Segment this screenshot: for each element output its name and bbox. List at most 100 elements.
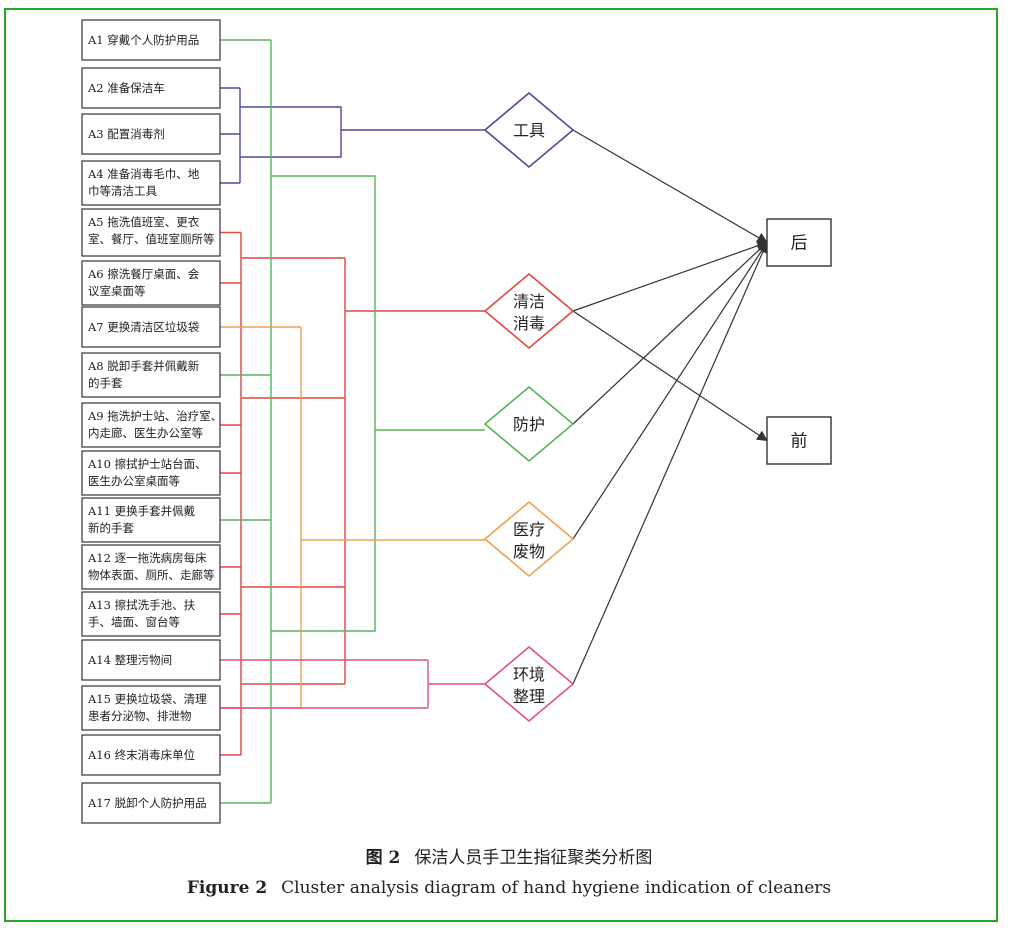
cluster-label: 消毒 [513, 314, 545, 333]
item-label: A15 更换垃圾袋、清理 [87, 692, 207, 706]
item-label: A9 拖洗护士站、治疗室、 [87, 409, 222, 423]
item-label: A8 脱卸手套并佩戴新 [87, 359, 200, 373]
cluster-node-tools: 工具 [483, 91, 575, 169]
item-box-a3: A3 配置消毒剂 [81, 113, 221, 155]
item-label: 内走廊、医生办公室等 [88, 426, 203, 440]
item-box-a17: A17 脱卸个人防护用品 [81, 782, 221, 824]
cluster-label: 环境 [513, 665, 545, 684]
cluster-diamond [483, 272, 575, 350]
item-label: A11 更换手套并佩戴 [87, 504, 195, 518]
item-label: 医生办公室桌面等 [88, 474, 180, 488]
item-label: 的手套 [88, 376, 123, 390]
caption-cn-label: 图 2 [365, 848, 401, 868]
item-label: 议室桌面等 [88, 284, 146, 298]
item-label: A2 准备保洁车 [87, 81, 165, 95]
connector-tools-bracket [240, 106, 342, 158]
item-box-border [81, 782, 221, 824]
cluster-label: 工具 [513, 121, 545, 140]
cluster-label: 整理 [513, 687, 545, 706]
item-box-a10: A10 擦拭护士站台面、医生办公室桌面等 [81, 450, 221, 496]
outcome-border [766, 416, 832, 465]
item-box-border [81, 352, 221, 398]
item-label: 新的手套 [88, 521, 134, 535]
item-label: A1 穿戴个人防护用品 [87, 33, 199, 47]
item-label: 巾等清洁工具 [88, 184, 157, 198]
cluster-label: 防护 [513, 415, 545, 434]
item-label: A3 配置消毒剂 [87, 127, 165, 141]
outcome-box-before: 前 [766, 416, 832, 465]
item-label: A14 整理污物间 [87, 653, 172, 667]
item-box-a9: A9 拖洗护士站、治疗室、内走廊、医生办公室等 [81, 402, 222, 448]
cluster-diamond [483, 385, 575, 463]
item-box-border [81, 260, 221, 306]
arrow-env-to-after [572, 241, 769, 685]
item-box-border [81, 544, 221, 590]
item-label: 手、墙面、窗台等 [88, 615, 180, 629]
item-box-border [81, 19, 221, 61]
item-label: A13 擦拭洗手池、扶 [87, 598, 196, 612]
item-box-border [81, 497, 221, 543]
arrow-tools-to-after [572, 129, 768, 244]
caption-chinese: 图 2 保洁人员手卫生指征聚类分析图 [0, 843, 1018, 868]
cluster-label: 医疗 [513, 520, 545, 539]
cluster-node-protect: 防护 [483, 385, 575, 463]
cluster-label: 废物 [513, 542, 545, 561]
item-label: A7 更换清洁区垃圾袋 [87, 320, 200, 334]
arrow-clean-to-after [572, 240, 769, 312]
item-label: A5 拖洗值班室、更衣 [87, 215, 200, 229]
cluster-diamond [483, 91, 575, 169]
item-box-border [81, 306, 221, 348]
caption-en-text: Cluster analysis diagram of hand hygiene… [281, 878, 832, 898]
item-label: A12 逐一拖洗病房每床 [87, 551, 207, 565]
item-box-a1: A1 穿戴个人防护用品 [81, 19, 221, 61]
item-box-border [81, 402, 221, 448]
item-box-border [81, 113, 221, 155]
caption-en-label: Figure 2 [186, 878, 268, 898]
item-label: A4 准备消毒毛巾、地 [87, 167, 200, 181]
item-label: A16 终末消毒床单位 [87, 748, 195, 762]
caption-english: Figure 2 Cluster analysis diagram of hand… [0, 878, 1018, 898]
item-box-border [81, 639, 221, 681]
item-box-border [81, 591, 221, 637]
caption-cn-text: 保洁人员手卫生指征聚类分析图 [414, 848, 653, 868]
item-box-border [81, 67, 221, 109]
cluster-diamond [483, 645, 575, 723]
item-label: 物体表面、厕所、走廊等 [88, 568, 215, 582]
arrow-clean-to-before [572, 310, 768, 442]
item-box-a16: A16 终末消毒床单位 [81, 734, 221, 776]
cluster-label: 清洁 [513, 292, 545, 311]
item-box-a7: A7 更换清洁区垃圾袋 [81, 306, 221, 348]
item-label: 患者分泌物、排泄物 [88, 709, 192, 723]
item-box-a5: A5 拖洗值班室、更衣室、餐厅、值班室厕所等 [81, 208, 221, 257]
item-box-a14: A14 整理污物间 [81, 639, 221, 681]
item-label: 室、餐厅、值班室厕所等 [88, 232, 215, 246]
item-label: A10 擦拭护士站台面、 [87, 457, 207, 471]
outcome-label: 后 [791, 234, 808, 254]
outcome-box-after: 后 [766, 218, 832, 267]
item-box-border [81, 160, 221, 206]
connector-protect-bracket [271, 175, 376, 632]
item-box-a2: A2 准备保洁车 [81, 67, 221, 109]
item-box-border [81, 208, 221, 257]
arrow-protect-to-after [572, 241, 768, 425]
cluster-diamond [483, 500, 575, 578]
outcome-border [766, 218, 832, 267]
arrow-waste-to-after [572, 241, 768, 540]
outcome-label: 前 [791, 432, 808, 452]
item-box-a13: A13 擦拭洗手池、扶手、墙面、窗台等 [81, 591, 221, 637]
item-label: A17 脱卸个人防护用品 [87, 796, 207, 810]
item-box-border [81, 450, 221, 496]
item-box-border [81, 734, 221, 776]
item-box-border [81, 685, 221, 731]
